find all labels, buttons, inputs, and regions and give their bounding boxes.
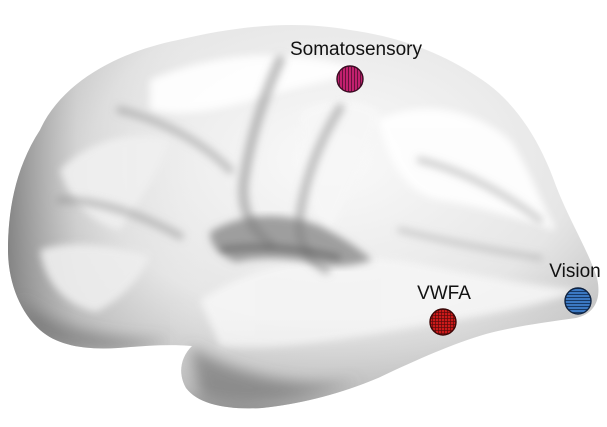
vwfa-marker: [430, 309, 456, 335]
vwfa-label: VWFA: [417, 283, 471, 304]
somatosensory-label: Somatosensory: [290, 39, 423, 60]
vision-label: Vision: [549, 261, 600, 282]
somatosensory-marker: [337, 66, 363, 92]
vision-marker: [565, 288, 591, 314]
